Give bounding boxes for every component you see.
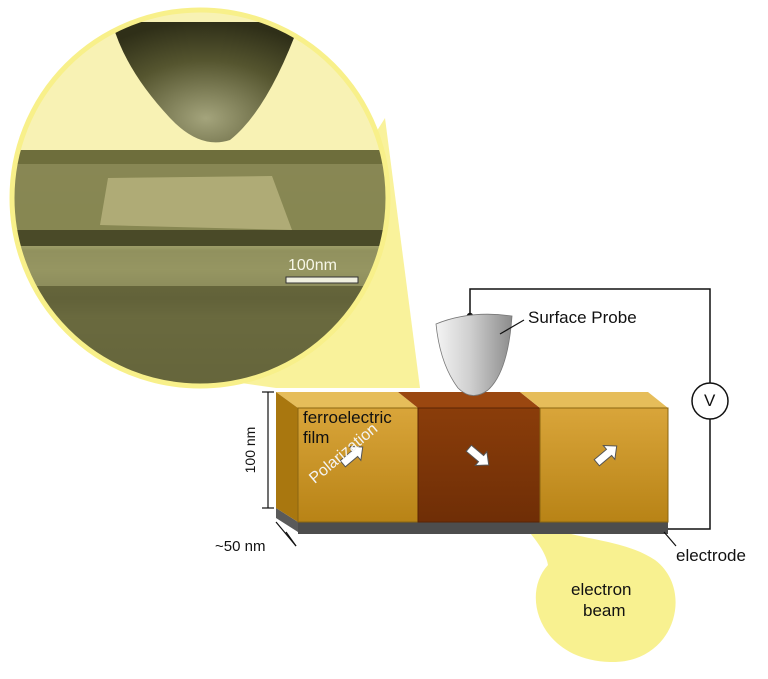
ferroelectric-film [276, 392, 669, 523]
width-label: ~50 nm [215, 538, 266, 555]
scale-bar [285, 276, 359, 284]
circuit-wires [469, 288, 711, 530]
electrode-layer [276, 508, 668, 534]
surface-probe-icon [435, 313, 513, 396]
ferroelectric-film-label-2: film [303, 428, 330, 447]
width-dimension [275, 521, 297, 547]
electron-beam-label-2: beam [583, 601, 626, 620]
thickness-label: 100 nm [242, 426, 258, 474]
switched-polarization-arrow-icon [465, 444, 490, 467]
polarization-arrow-right-icon [593, 444, 618, 467]
electron-beam-label-1: electron [571, 580, 632, 599]
surface-probe-label: Surface Probe [528, 308, 637, 327]
thickness-dimension [262, 391, 274, 509]
polarization-arrow-icon [339, 445, 364, 468]
scale-bar-label: 100nm [288, 257, 337, 274]
voltmeter-icon [691, 382, 729, 420]
voltmeter-label: V [704, 391, 716, 410]
ferroelectric-film-label-1: ferroelectric [303, 408, 392, 427]
electrode-label: electrode [676, 546, 746, 565]
